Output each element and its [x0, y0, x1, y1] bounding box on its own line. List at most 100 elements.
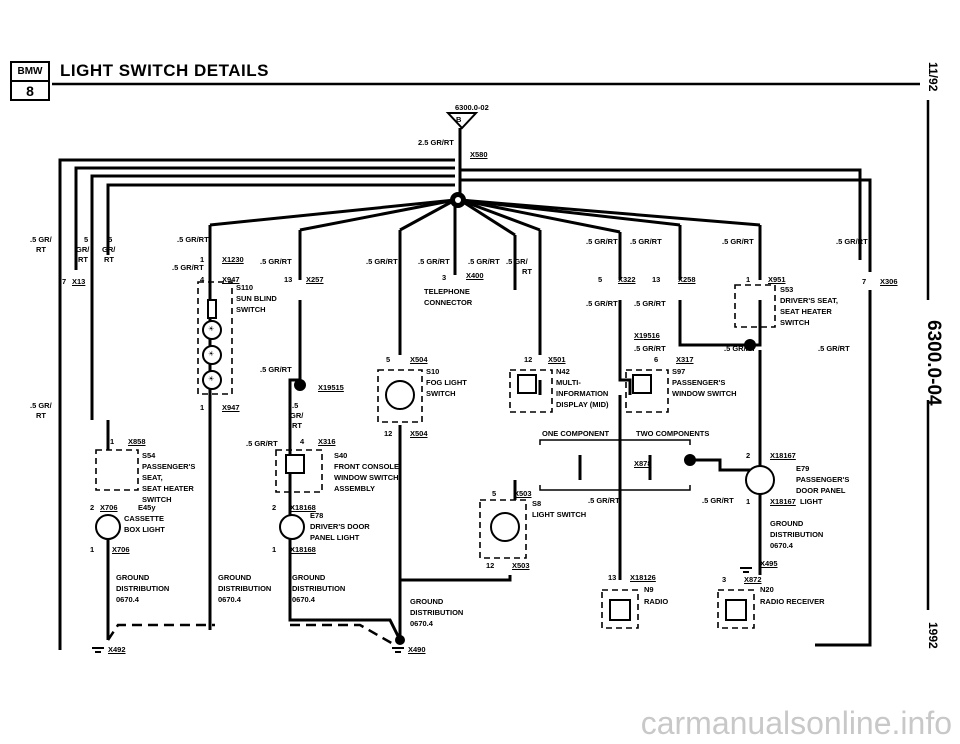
connector-pin: 1 [200, 255, 205, 264]
wire-label: GR/ [102, 245, 116, 254]
wire-label: .5 GR/RT [634, 299, 666, 308]
ground-label: DISTRIBUTION [770, 530, 824, 539]
connector-pin: 5 [598, 275, 603, 284]
connector-label: X872 [744, 575, 762, 584]
wire-label: .5 GR/RT [836, 237, 868, 246]
connector-label: X18167 [770, 497, 796, 506]
component-id: S110 [236, 283, 254, 292]
bmw-8-logo: BMW 8 [10, 61, 50, 101]
component-desc: DISPLAY (MID) [556, 400, 609, 409]
connector-label: X878 [634, 459, 652, 468]
component-id: S8 [532, 499, 542, 508]
component-id: S53 [780, 285, 794, 294]
connector-label: X858 [128, 437, 146, 446]
component-id: N9 [644, 585, 654, 594]
logo-bottom-text: 8 [26, 83, 34, 99]
logo-top-text: BMW [12, 63, 48, 82]
fuse-ref: 6300.0-02 [455, 103, 489, 112]
ground-label: 0670.4 [292, 595, 315, 604]
splice-label: X580 [470, 150, 488, 159]
component-desc: SWITCH [236, 305, 266, 314]
connector-pin: 2 [272, 503, 277, 512]
connector-pin: 13 [608, 573, 617, 582]
ground-label: 0670.4 [770, 541, 793, 550]
connector-label: X501 [548, 355, 566, 364]
illumination-icon: ☀ [208, 351, 215, 358]
illumination-icon: ☀ [208, 326, 215, 333]
component-id: S97 [672, 367, 686, 376]
connector-label: X19515 [318, 383, 344, 392]
ground-label: GROUND [292, 573, 326, 582]
connector-label: X18168 [290, 545, 316, 554]
component-id: S54 [142, 451, 156, 460]
connector-label: X19516 [634, 331, 660, 340]
connector-pin: 1 [746, 275, 751, 284]
wire-label: RT [104, 255, 114, 264]
connector-pin: 12 [524, 355, 533, 364]
wire-label: RT [292, 421, 302, 430]
component-desc: FRONT CONSOLE [334, 462, 399, 471]
wire-label: RT [36, 411, 46, 420]
component-desc: PANEL LIGHT [310, 533, 360, 542]
wire-label: .5 GR/RT [366, 257, 398, 266]
wire-label: GR/ [76, 245, 90, 254]
component-desc: LIGHT SWITCH [532, 510, 587, 519]
wire-label: .5 [292, 401, 299, 410]
connector-pin: 7 [62, 277, 67, 286]
one-component-label: ONE COMPONENT [542, 429, 610, 438]
fuse-letter: B [456, 115, 462, 124]
wire-label: .5 GR/RT [260, 365, 292, 374]
fuse-symbol [445, 112, 479, 130]
component-desc: SEAT, [142, 473, 163, 482]
wire-label: GR/ [290, 411, 304, 420]
connector-pin: 6 [654, 355, 659, 364]
component-desc: PASSENGER'S [142, 462, 196, 471]
component-boxes [95, 281, 776, 629]
wire-label: RT [36, 245, 46, 254]
two-components-label: TWO COMPONENTS [636, 429, 710, 438]
connector-pin: 1 [200, 403, 205, 412]
connector-pin: 1 [90, 545, 95, 554]
component-desc: SEAT HEATER [780, 307, 832, 316]
component-desc: PASSENGER'S [796, 475, 850, 484]
connector-pin: 4 [300, 437, 305, 446]
component-desc: RADIO [644, 597, 669, 606]
connector-pin: 12 [486, 561, 495, 570]
component-desc: INFORMATION [556, 389, 609, 398]
component-desc: SWITCH [142, 495, 172, 504]
component-id: N20 [760, 585, 774, 594]
component-symbols [95, 299, 775, 645]
component-desc: FOG LIGHT [426, 378, 467, 387]
wire-label: .5 GR/RT [418, 257, 450, 266]
connector-label: X706 [100, 503, 118, 512]
connector-label: X317 [676, 355, 694, 364]
component-desc: MULTI- [556, 378, 581, 387]
component-desc: WINDOW SWITCH [672, 389, 737, 398]
component-id: S40 [334, 451, 348, 460]
wire-label: .5 GR/RT [586, 237, 618, 246]
connector-pin: 4 [200, 275, 205, 284]
wire-label: .5 GR/RT [724, 344, 756, 353]
connector-label: X490 [408, 645, 426, 654]
ground-label: 0670.4 [410, 619, 433, 628]
component-desc: SWITCH [780, 318, 810, 327]
connector-label: X316 [318, 437, 336, 446]
connector-label: X504 [410, 355, 428, 364]
watermark-text: carmanualsonline.info [640, 705, 952, 741]
connector-label: X1230 [222, 255, 244, 264]
ground-label: DISTRIBUTION [410, 608, 464, 617]
wire-label: .5 GR/RT [702, 496, 734, 505]
connector-pin: 13 [652, 275, 661, 284]
connector-pin: 1 [110, 437, 115, 446]
connector-pin: 5 [386, 355, 391, 364]
connector-pin: 3 [722, 575, 727, 584]
wire-label: .5 GR/RT [818, 344, 850, 353]
ground-label: GROUND [410, 597, 444, 606]
wire-label: .5 GR/RT [246, 439, 278, 448]
page-title: LIGHT SWITCH DETAILS [60, 61, 269, 80]
wire-label: .5 GR/RT [630, 237, 662, 246]
component-id: E45y [138, 503, 156, 512]
connector-pin: 2 [746, 451, 751, 460]
component-desc: ASSEMBLY [334, 484, 375, 493]
